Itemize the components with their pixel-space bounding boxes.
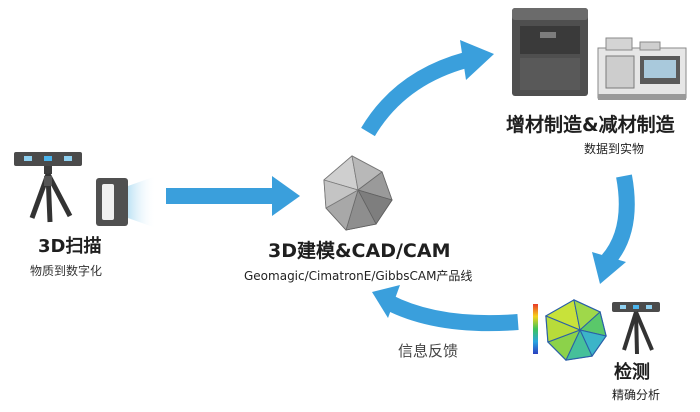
scanner-icon (14, 152, 82, 223)
cnc-machine-icon (597, 37, 687, 100)
arrow-manufacture-to-inspection (592, 174, 635, 284)
scan-subtitle: 物质到数字化 (30, 264, 103, 278)
modeling-title: 3D建模&CAD/CAM (268, 240, 451, 262)
deviation-map-icon (544, 299, 607, 361)
inspection-subtitle: 精确分析 (612, 388, 661, 402)
feedback-label: 信息反馈 (398, 342, 459, 360)
handheld-scanner-icon (96, 176, 156, 228)
manufacture-subtitle: 数据到实物 (584, 142, 645, 156)
scan-title: 3D扫描 (38, 236, 102, 257)
arrow-modeling-to-manufacture (361, 40, 494, 137)
cad-model-icon (323, 155, 393, 231)
inspection-title: 检测 (614, 362, 650, 383)
color-scale-bar (533, 304, 538, 354)
arrow-feedback (372, 285, 519, 332)
arrow-scan-to-modeling (166, 176, 300, 216)
manufacture-title: 增材制造&减材制造 (506, 114, 675, 136)
inspection-scanner-icon (612, 302, 660, 355)
3d-printer-icon (512, 8, 588, 96)
modeling-subtitle: Geomagic/CimatronE/GibbsCAM产品线 (244, 269, 473, 283)
